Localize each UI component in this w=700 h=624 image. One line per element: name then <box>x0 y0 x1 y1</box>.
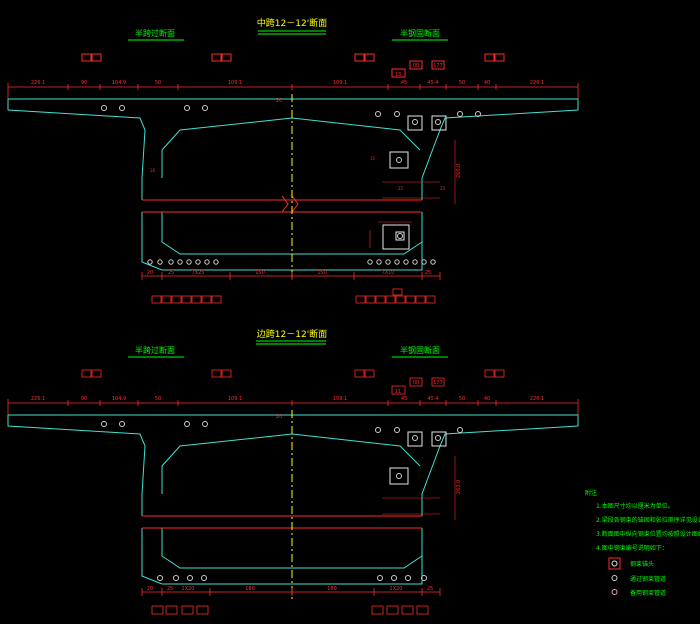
drawing-title: 中跨12－12'断面 <box>257 17 327 29</box>
dim-label: 104.9 <box>112 80 126 86</box>
dim-label: 25 <box>168 270 174 276</box>
svg-text:25: 25 <box>440 186 446 191</box>
left-half-label: 半跨过断面 <box>135 345 175 355</box>
dim-label: 109.1 <box>333 80 347 86</box>
height-label: 260.0 <box>456 480 462 494</box>
legend-anchor: 钢束锚头 <box>608 557 654 570</box>
tag-label: 177 <box>433 63 443 69</box>
drawing-title: 边跨12－12'断面 <box>257 328 327 340</box>
legend-spare: 备用钢束管道 <box>611 589 666 597</box>
mid-label: 20 <box>276 414 282 420</box>
dim-label: 40 <box>484 80 490 86</box>
box-girder-outline <box>7 414 579 585</box>
bottom-ducts <box>157 575 427 581</box>
dim-label: 226.1 <box>530 80 544 86</box>
dim-label: 50 <box>459 396 465 402</box>
dim-label: 180 <box>327 586 337 592</box>
top-dimension-line <box>7 83 579 99</box>
dim-label: 226.1 <box>31 80 45 86</box>
bottom-ducts <box>147 259 436 265</box>
spare-duct-icon <box>611 589 618 595</box>
tag-label: 00 <box>413 63 419 69</box>
dim-label: 226.1 <box>530 396 544 402</box>
anchor-blocks <box>382 115 447 250</box>
dim-label: 25 <box>167 586 173 592</box>
note-item: 3.断面图中纵向钢束位置均按照设计图纸为准。 <box>596 530 700 538</box>
tag-label: 177 <box>433 380 443 386</box>
dim-label: 7X10 <box>382 270 395 276</box>
dim-label: 150 <box>317 270 327 276</box>
dim-label: 45 <box>401 80 407 86</box>
dim-label: 109.1 <box>333 396 347 402</box>
right-half-label: 半钢固断面 <box>400 28 440 38</box>
dim-label: 7X25 <box>192 270 205 276</box>
dim-label: 50 <box>155 80 161 86</box>
dim-label: 45 <box>401 396 407 402</box>
dim-label: 2X20 <box>390 586 403 592</box>
dim-label: 2X20 <box>182 586 195 592</box>
dim-label: 109.1 <box>228 396 242 402</box>
legend-label: 备用钢束管道 <box>630 589 666 597</box>
dim-label: 90 <box>81 396 87 402</box>
dim-label: 104.9 <box>112 396 126 402</box>
svg-text:15: 15 <box>370 156 376 161</box>
dim-label: 226.1 <box>31 396 45 402</box>
dim-label: 25 <box>425 270 431 276</box>
dim-label: 90 <box>81 80 87 86</box>
right-half-label: 半钢固断面 <box>400 345 440 355</box>
svg-text:16: 16 <box>150 168 156 173</box>
tag-label: 00 <box>413 380 419 386</box>
section-drawing-1: 中跨12－12'断面 半跨过断面 半钢固断面 13 00 177 <box>7 17 579 304</box>
dim-label: 20 <box>147 586 153 592</box>
section-drawing-2: 边跨12－12'断面 半跨过断面 半钢固断面 11 00 177 <box>7 328 579 615</box>
tag-label: 13 <box>395 72 401 78</box>
anchor-blocks <box>389 431 447 485</box>
legend-label: 钢束锚头 <box>630 560 654 568</box>
tag-row: 13 00 177 <box>81 53 505 78</box>
dim-label: 45.4 <box>427 80 438 86</box>
legend-duct: 通过钢束管道 <box>611 575 666 583</box>
svg-text:25: 25 <box>398 186 404 191</box>
dim-label: 50 <box>155 396 161 402</box>
note-item: 2.梁段各钢束的锚固和张拉顺序详见设计说明，节 <box>596 516 700 524</box>
dim-label: 50 <box>459 80 465 86</box>
dim-label: 109.1 <box>228 80 242 86</box>
height-label: 260.0 <box>456 164 462 178</box>
note-item: 4.图中钢束编号说明如下： <box>596 544 668 552</box>
note-item: 1.本图尺寸均以厘米为单位。 <box>596 502 674 510</box>
bottom-tags <box>151 288 436 304</box>
top-ducts <box>101 105 481 239</box>
anchor-icon <box>611 560 618 567</box>
left-half-label: 半跨过断面 <box>135 28 175 38</box>
notes-block: 附注 1.本图尺寸均以厘米为单位。 2.梁段各钢束的锚固和张拉顺序详见设计说明，… <box>585 489 700 597</box>
notes-heading: 附注 <box>585 489 597 497</box>
box-girder-outline <box>7 98 579 271</box>
tag-label: 11 <box>395 389 401 395</box>
dim-label: 150 <box>255 270 265 276</box>
legend-label: 通过钢束管道 <box>630 575 666 583</box>
dim-label: 20 <box>147 270 153 276</box>
dim-label: 25 <box>427 586 433 592</box>
duct-icon <box>611 575 618 581</box>
dim-label: 45.4 <box>427 396 438 402</box>
dim-label: 40 <box>484 396 490 402</box>
mid-label: 20 <box>276 98 282 104</box>
top-ducts <box>101 421 463 479</box>
dim-label: 180 <box>245 586 255 592</box>
bottom-tags <box>151 605 429 615</box>
